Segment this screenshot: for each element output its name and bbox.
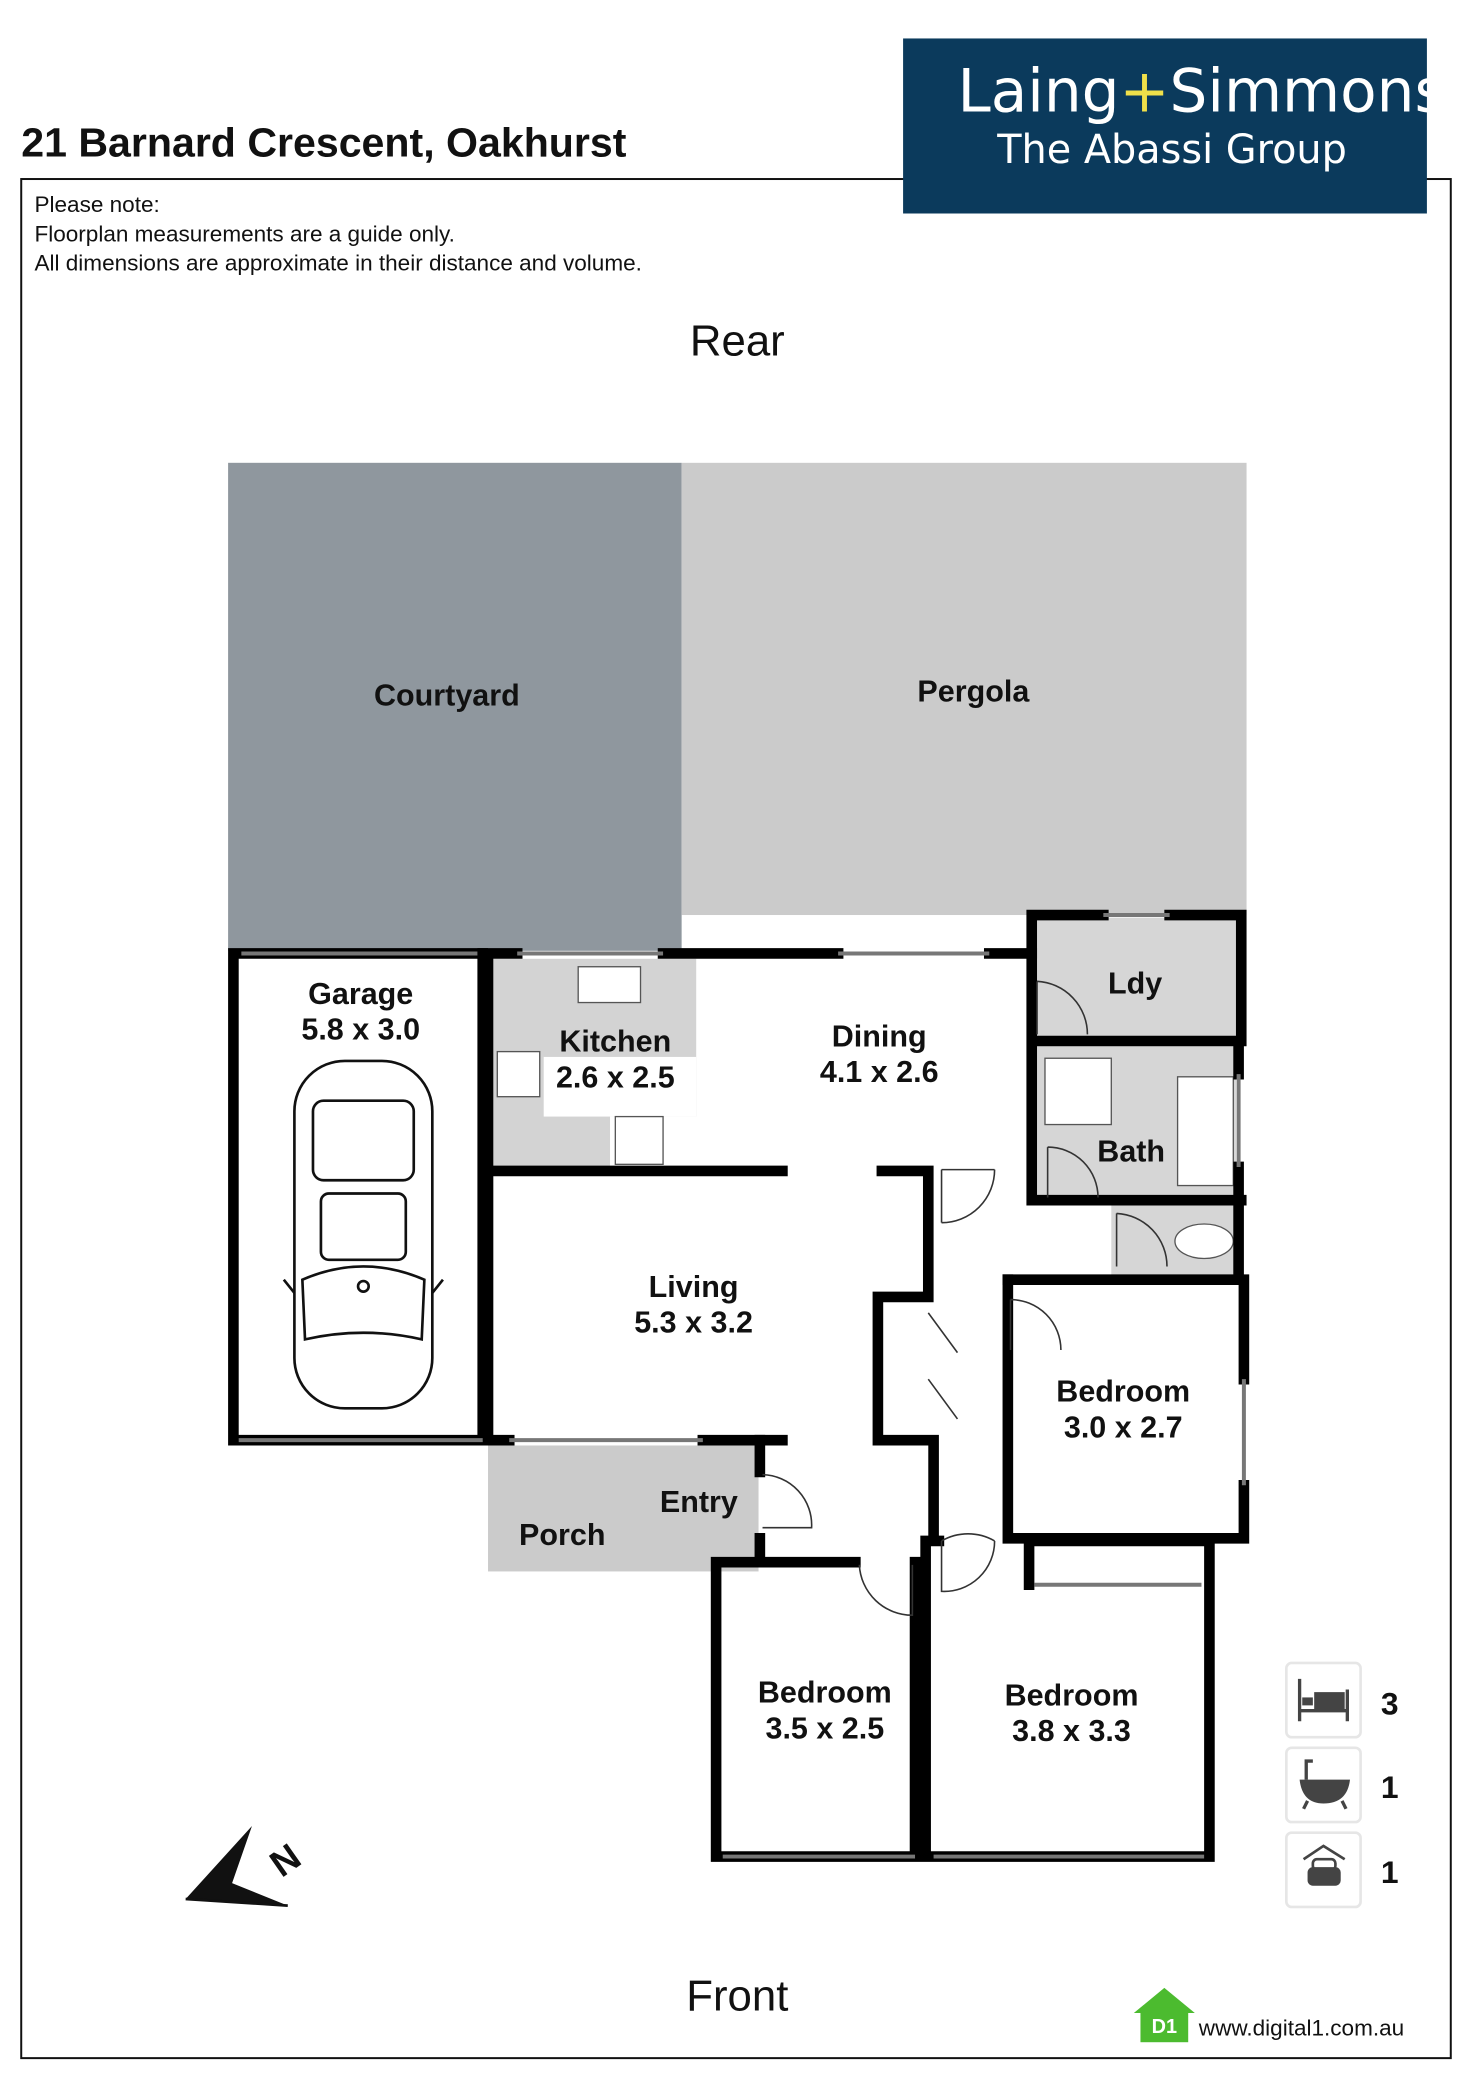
svg-text:Laing+Simmons: Laing+Simmons [957,57,1445,126]
living-label: Living [649,1270,739,1304]
kitchen-counters [493,958,783,1167]
pergola-label: Pergola [917,675,1030,709]
agency-logo: Laing+Simmons The Abassi Group [903,38,1446,214]
north-compass: N [185,1826,308,1907]
property-address: 21 Barnard Crescent, Oakhurst [21,119,627,165]
bedroom-front-right-label: Bedroom [1005,1678,1139,1712]
toilet-fixture [1174,1223,1234,1260]
bedroom-east-size: 3.0 x 2.7 [1064,1411,1183,1445]
dining-label: Dining [832,1019,927,1053]
bath-label: Bath [1097,1135,1165,1169]
svg-text:Please note:: Please note: [34,192,159,217]
ldy-label: Ldy [1108,966,1162,1000]
courtyard-label: Courtyard [374,678,520,712]
pergola-area [681,462,1247,916]
feature-summary: 3 1 1 [1285,1661,1399,1909]
bedroom-front-right-size: 3.8 x 3.3 [1012,1714,1131,1748]
bathroom-count: 1 [1285,1746,1399,1824]
car-icon [282,1059,444,1410]
room-labels: Courtyard Pergola Garage 5.8 x 3.0 Kitch… [301,675,1190,1749]
porch-label: Porch [519,1518,605,1552]
dining-size: 4.1 x 2.6 [820,1055,939,1089]
door-swings [762,980,1168,1617]
garage-size: 5.8 x 3.0 [301,1013,420,1047]
laundry-floor [1037,917,1236,1040]
svg-text:The Abassi Group: The Abassi Group [996,127,1347,173]
kitchen-label: Kitchen [559,1025,671,1059]
svg-text:D1: D1 [1152,2016,1177,2038]
disclaimer-note: Please note: Floorplan measurements are … [34,192,641,275]
bedroom-count: 3 [1285,1661,1399,1739]
bedroom-front-left-size: 3.5 x 2.5 [765,1712,884,1746]
front-label: Front [686,1971,788,2020]
shower-fixture [1044,1057,1112,1126]
entry-label: Entry [660,1485,738,1519]
svg-text:3: 3 [1381,1686,1399,1722]
svg-text:1: 1 [1381,1769,1399,1805]
digital1-logo: D1 [1133,1987,1195,2043]
garage-label: Garage [308,977,413,1011]
bedroom-east-label: Bedroom [1056,1375,1190,1409]
rear-label: Rear [690,316,785,365]
sheet-border [20,178,1452,2060]
courtyard-area [228,462,682,951]
website-url: www.digital1.com.au [1198,2016,1404,2041]
living-size: 5.3 x 3.2 [634,1306,753,1340]
windows [238,913,1246,1859]
svg-text:Floorplan measurements are a g: Floorplan measurements are a guide only. [34,221,454,246]
bedroom-front-left-label: Bedroom [758,1676,892,1710]
svg-text:1: 1 [1381,1854,1399,1890]
svg-text:All dimensions are approximate: All dimensions are approximate in their … [34,251,641,276]
svg-text:N: N [262,1835,308,1885]
kitchen-size: 2.6 x 2.5 [556,1060,675,1094]
bathtub-fixture [1176,1076,1234,1187]
car-space-count: 1 [1285,1831,1399,1909]
porch-area [488,1445,759,1572]
